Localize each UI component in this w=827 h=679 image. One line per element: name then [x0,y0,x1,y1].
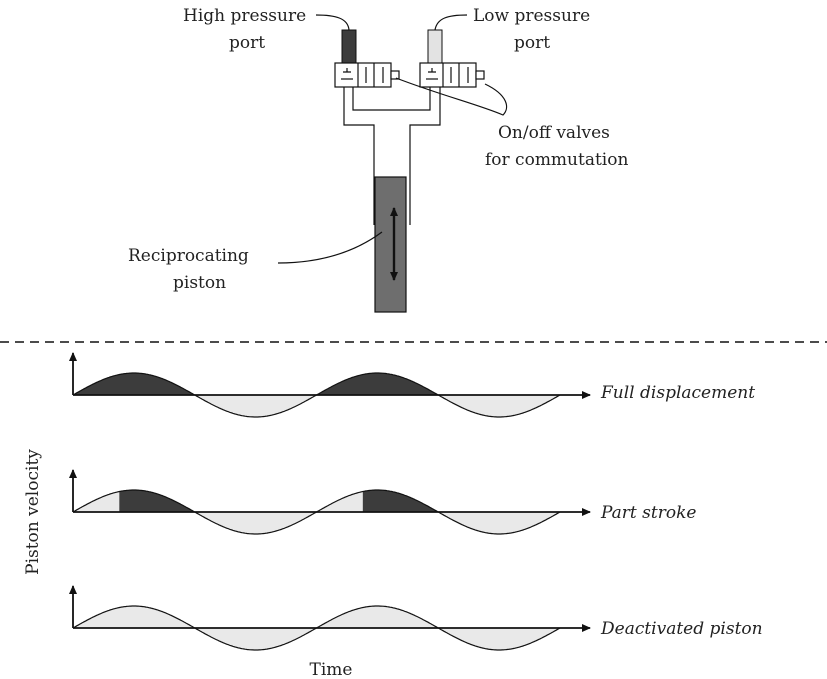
negative-half-cycle [438,512,560,534]
positive-half-cycle-active [73,373,195,395]
positive-half-cycle-passive [316,606,439,628]
positive-half-cycle-active [316,373,439,395]
low-pressure-port [427,29,443,64]
leader-lines [277,14,508,264]
low-pressure-label-line1: Low pressure [473,6,590,26]
negative-half-cycle [194,395,317,417]
plot-part-stroke [69,469,591,535]
positive-half-cycle-active [362,490,439,512]
x-axis-label: Time [310,660,353,679]
negative-half-cycle [194,512,317,534]
valves-label-line2: for commutation [485,150,628,170]
right-on-off-valve [419,62,485,88]
piping [343,87,441,225]
piston-label-line2: piston [173,273,226,293]
plot-label-full-displacement: Full displacement [600,383,755,403]
reciprocating-piston [374,176,407,313]
high-pressure-label-line1: High pressure [183,6,306,26]
left-on-off-valve [334,62,400,88]
hydraulic-schematic: High pressure port Low pressure port On/… [128,6,628,313]
plot-label-part-stroke: Part stroke [600,503,696,523]
negative-half-cycle [438,395,560,417]
plot-label-deactivated-piston: Deactivated piston [600,619,763,639]
y-axis-label: Piston velocity [23,449,43,575]
high-pressure-label-line2: port [229,33,265,53]
plot-deactivated-piston [69,585,591,651]
plot-full-displacement [69,352,591,418]
valves-label-line1: On/off valves [498,123,610,143]
positive-half-cycle-active [119,490,195,512]
piston-label-line1: Reciprocating [128,246,249,266]
positive-half-cycle-passive [316,491,363,512]
positive-half-cycle-passive [73,491,120,512]
velocity-plots: Piston velocity Time Full displacement P… [23,352,763,679]
low-pressure-label-line2: port [514,33,550,53]
negative-half-cycle [194,628,317,650]
negative-half-cycle [438,628,560,650]
positive-half-cycle-passive [73,606,195,628]
high-pressure-port [341,29,357,64]
